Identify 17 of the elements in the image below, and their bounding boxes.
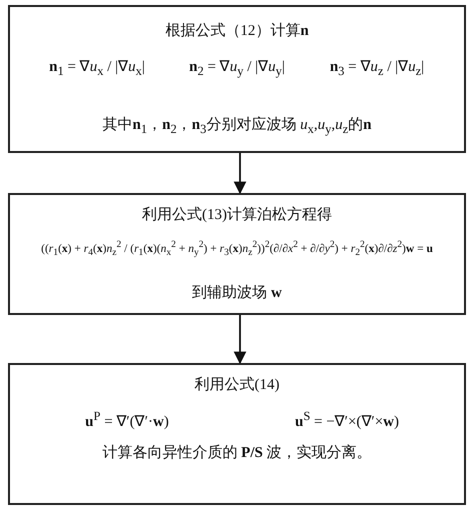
process-box [8,363,466,505]
heading-text: 利用公式(13)计算泊松方程得 [142,205,332,224]
heading-text: 根据公式（12）计算n [165,22,309,40]
formula: n$_{3}$ = ∇u$_{z}$ / |∇u$_{z}$| [330,58,424,79]
arrow [234,153,246,194]
formula: n$_{2}$ = ∇u$_{y}$ / |∇u$_{y}$| [189,58,285,79]
heading-text: 利用公式(14) [194,376,280,394]
note-text: 计算各向异性介质的 P/S 波，实现分离。 [102,443,372,462]
formula: u$^{P}$ = ∇′(∇′·w) [85,409,169,431]
note-text: 到辅助波场 w [192,284,282,302]
formula: n$_{1}$ = ∇u$_{x}$ / |∇u$_{x}$| [49,58,145,79]
process-box [8,5,466,153]
arrow [234,315,246,364]
note-text: 其中n$_{1}$，n$_{2}$，n$_{3}$分别对应波场 u$_{x}$,u$_{y}$,u$_{z}$的n [102,115,372,137]
formula: u$^{S}$ = −∇′×(∇′×w) [294,409,400,431]
formula: ((r$_{1}$(x) + r$_{4}$(x)n$_{z}$$^{2}$ / (r$_{1}$(x)(n$_{x}$$^{2}$ + n$_{y}$$^{2}$) + r$_{3}$(x)n$_{z}$$^{2}$))$^{2}$(∂/∂x$^{2}$ + ∂/∂y$^{2}$) + r$_{2}$$^{2}$(x)∂/∂z$^{2}$)w = u [41,239,433,258]
process-box [8,193,466,315]
